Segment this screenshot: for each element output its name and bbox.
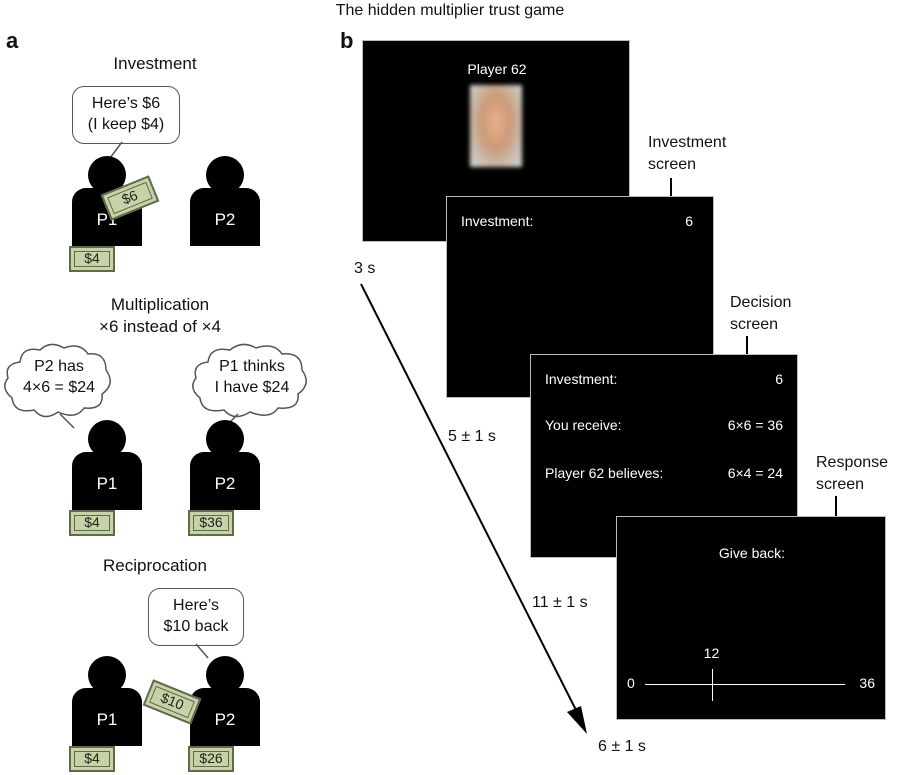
investment-p1-cash: $4 — [69, 246, 115, 272]
p1-cash-amount: $4 — [84, 250, 100, 266]
investment-speech-bubble: Here’s $6 (I keep $4) — [72, 86, 180, 144]
p2-label: P2 — [214, 474, 236, 493]
p1-thought-line1: P2 has — [34, 358, 84, 375]
p2-thought-line1: P1 thinks — [219, 358, 285, 375]
investment-speech-tail — [109, 141, 123, 159]
reciprocation-speech-tail — [195, 643, 209, 659]
caption-line2: screen — [648, 156, 697, 173]
timeline-arrow — [360, 283, 587, 734]
reciprocation-p1-figure: P1 — [72, 656, 142, 748]
p1-label: P1 — [96, 710, 118, 729]
p1-label: P1 — [96, 474, 118, 493]
investment-value: 6 — [685, 213, 693, 229]
figure-title: The hidden multiplier trust game — [335, 2, 565, 19]
multiplication-p1-cash: $4 — [69, 510, 115, 536]
p2-cash-amount: $36 — [199, 514, 223, 530]
caption-line2: screen — [730, 316, 779, 333]
panel-a-label: a — [6, 28, 19, 53]
receive-value: 6×6 = 36 — [727, 417, 783, 433]
multiplication-title-line2: ×6 instead of ×4 — [99, 317, 221, 336]
p2-thought-line2: I have $24 — [214, 379, 290, 396]
decision-screen-caption: Decision screen — [730, 292, 791, 336]
reciprocation-p2-figure: P2 — [190, 656, 260, 748]
multiplication-p2-figure: P2 — [190, 420, 260, 512]
p1-cash-amount: $4 — [84, 750, 100, 766]
timing-4: 6 ± 1 s — [598, 738, 646, 755]
player-name: Player 62 — [467, 61, 527, 77]
panel-b-label: b — [340, 28, 354, 53]
multiplication-title: Multiplication ×6 instead of ×4 — [40, 294, 280, 338]
p1-cash-amount: $4 — [84, 514, 100, 530]
reciprocation-speech-line2: $10 back — [163, 618, 229, 635]
slider-max-label: 36 — [859, 675, 875, 691]
caption-line2: screen — [816, 476, 865, 493]
response-screen: Give back: 0 36 12 — [616, 516, 886, 720]
multiplication-title-line1: Multiplication — [110, 295, 210, 314]
caption-line1: Response — [816, 454, 889, 471]
slider-thumb[interactable] — [711, 669, 713, 701]
investment-title: Investment — [113, 54, 197, 73]
response-caption-tick — [835, 496, 837, 516]
p2-thought-cloud — [192, 343, 307, 429]
caption-line1: Investment — [648, 134, 727, 151]
receive-label: You receive: — [545, 417, 622, 433]
caption-line1: Decision — [730, 294, 792, 311]
reciprocation-p2-cash: $26 — [188, 746, 234, 772]
investment-value: 6 — [775, 371, 783, 387]
p2-cash-amount: $26 — [199, 750, 223, 766]
investment-label: Investment: — [461, 213, 534, 229]
timing-1: 3 s — [354, 260, 376, 277]
investment-label: Investment: — [545, 371, 618, 387]
decision-screen: Investment: 6 You receive: 6×6 = 36 Play… — [530, 354, 798, 558]
p2-label: P2 — [214, 210, 236, 229]
reciprocation-speech-line1: Here’s — [173, 597, 219, 614]
reciprocation-speech-bubble: Here’s $10 back — [148, 588, 244, 646]
p2-body: P2 — [190, 188, 260, 246]
investment-screen-caption: Investment screen — [648, 132, 726, 176]
blurred-face-image — [470, 85, 522, 167]
timing-3: 11 ± 1 s — [532, 594, 588, 611]
timing-2: 5 ± 1 s — [448, 428, 496, 445]
p2-thought-text: P1 thinks I have $24 — [196, 356, 308, 398]
multiplication-p2-cash: $36 — [188, 510, 234, 536]
reciprocation-title: Reciprocation — [103, 556, 207, 575]
investment-caption-tick — [670, 178, 672, 196]
reciprocation-p1-cash: $4 — [69, 746, 115, 772]
give-back-label: Give back: — [718, 545, 786, 561]
response-screen-caption: Response screen — [816, 452, 888, 496]
p1-thought-cloud — [4, 343, 111, 429]
p2-head — [206, 156, 244, 194]
multiplication-p1-figure: P1 — [72, 420, 142, 512]
believes-label: Player 62 believes: — [545, 465, 664, 481]
p2-label: P2 — [214, 710, 236, 729]
decision-caption-tick — [746, 336, 748, 354]
slider-min-label: 0 — [627, 675, 635, 691]
slider-track[interactable] — [645, 684, 845, 685]
p1-thought-line2: 4×6 = $24 — [22, 379, 96, 396]
believes-value: 6×4 = 24 — [727, 465, 783, 481]
investment-speech-line1: Here’s $6 — [91, 95, 161, 112]
slider-value-label: 12 — [703, 645, 720, 661]
investment-p2-figure: P2 — [190, 156, 260, 248]
p1-thought-text: P2 has 4×6 = $24 — [8, 356, 110, 398]
investment-speech-line2: (I keep $4) — [87, 116, 165, 133]
